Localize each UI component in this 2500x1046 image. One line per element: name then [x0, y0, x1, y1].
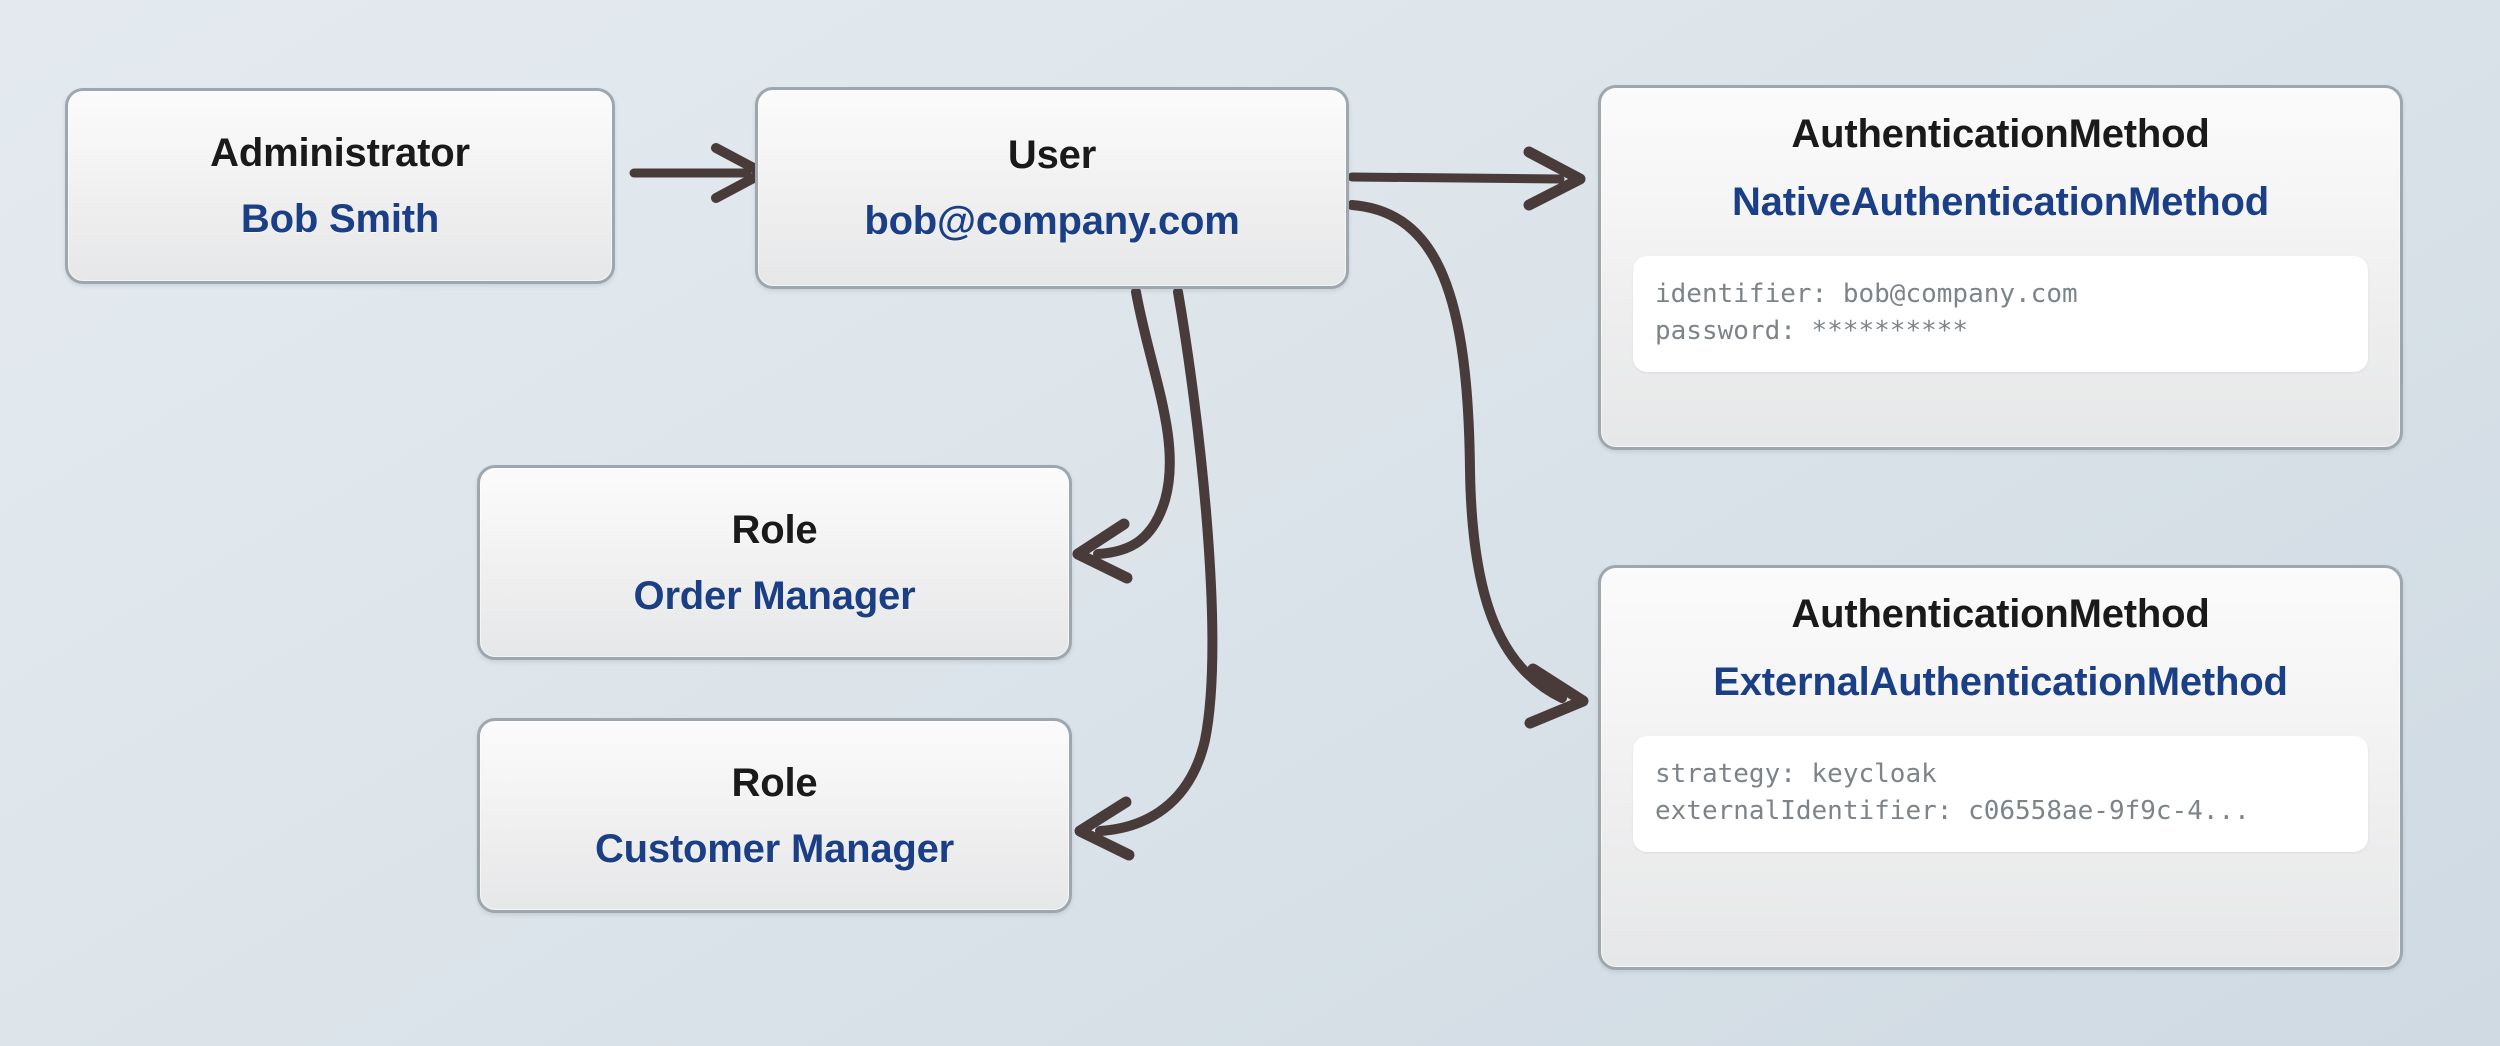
- node-role-customer-manager-value: Customer Manager: [594, 826, 955, 871]
- node-user-value: bob@company.com: [864, 199, 1240, 243]
- node-user-type: User: [1007, 133, 1097, 177]
- node-user[interactable]: User bob@company.com: [755, 87, 1349, 289]
- node-role-order-manager-value: Order Manager: [633, 573, 916, 618]
- code-line-identifier: identifier: bob@company.com: [1655, 279, 2078, 309]
- node-role-order-manager[interactable]: Role Order Manager: [477, 465, 1072, 660]
- node-administrator-value: Bob Smith: [240, 197, 440, 241]
- edge-user-to-role-customer-manager: [1074, 287, 1218, 861]
- node-administrator[interactable]: Administrator Bob Smith: [65, 88, 615, 284]
- node-role-order-manager-type: Role: [731, 507, 818, 552]
- edge-user-to-auth-external: [1347, 200, 1589, 729]
- edge-administrator-to-user: [629, 143, 768, 203]
- node-authentication-method-external[interactable]: AuthenticationMethod ExternalAuthenticat…: [1598, 565, 2403, 970]
- node-administrator-type: Administrator: [210, 131, 470, 175]
- node-auth-external-type: AuthenticationMethod: [1791, 592, 2210, 636]
- edge-user-to-auth-native: [1347, 146, 1586, 211]
- node-authentication-method-native[interactable]: AuthenticationMethod NativeAuthenticatio…: [1598, 85, 2403, 450]
- node-role-customer-manager[interactable]: Role Customer Manager: [477, 718, 1072, 913]
- code-line-external-identifier: externalIdentifier: c06558ae-9f9c-4...: [1655, 795, 2250, 826]
- edge-user-to-role-order-manager: [1072, 287, 1175, 584]
- node-role-customer-manager-type: Role: [731, 760, 818, 805]
- node-auth-native-value: NativeAuthenticationMethod: [1731, 180, 2270, 224]
- node-auth-external-code-block: strategy: keycloak externalIdentifier: c…: [1633, 736, 2368, 852]
- code-line-password: password: **********: [1655, 315, 1969, 346]
- node-auth-external-value: ExternalAuthenticationMethod: [1713, 660, 2288, 704]
- code-line-strategy: strategy: keycloak: [1655, 759, 1937, 789]
- node-auth-native-code-block: identifier: bob@company.com password: **…: [1633, 256, 2368, 372]
- node-auth-native-type: AuthenticationMethod: [1791, 112, 2210, 156]
